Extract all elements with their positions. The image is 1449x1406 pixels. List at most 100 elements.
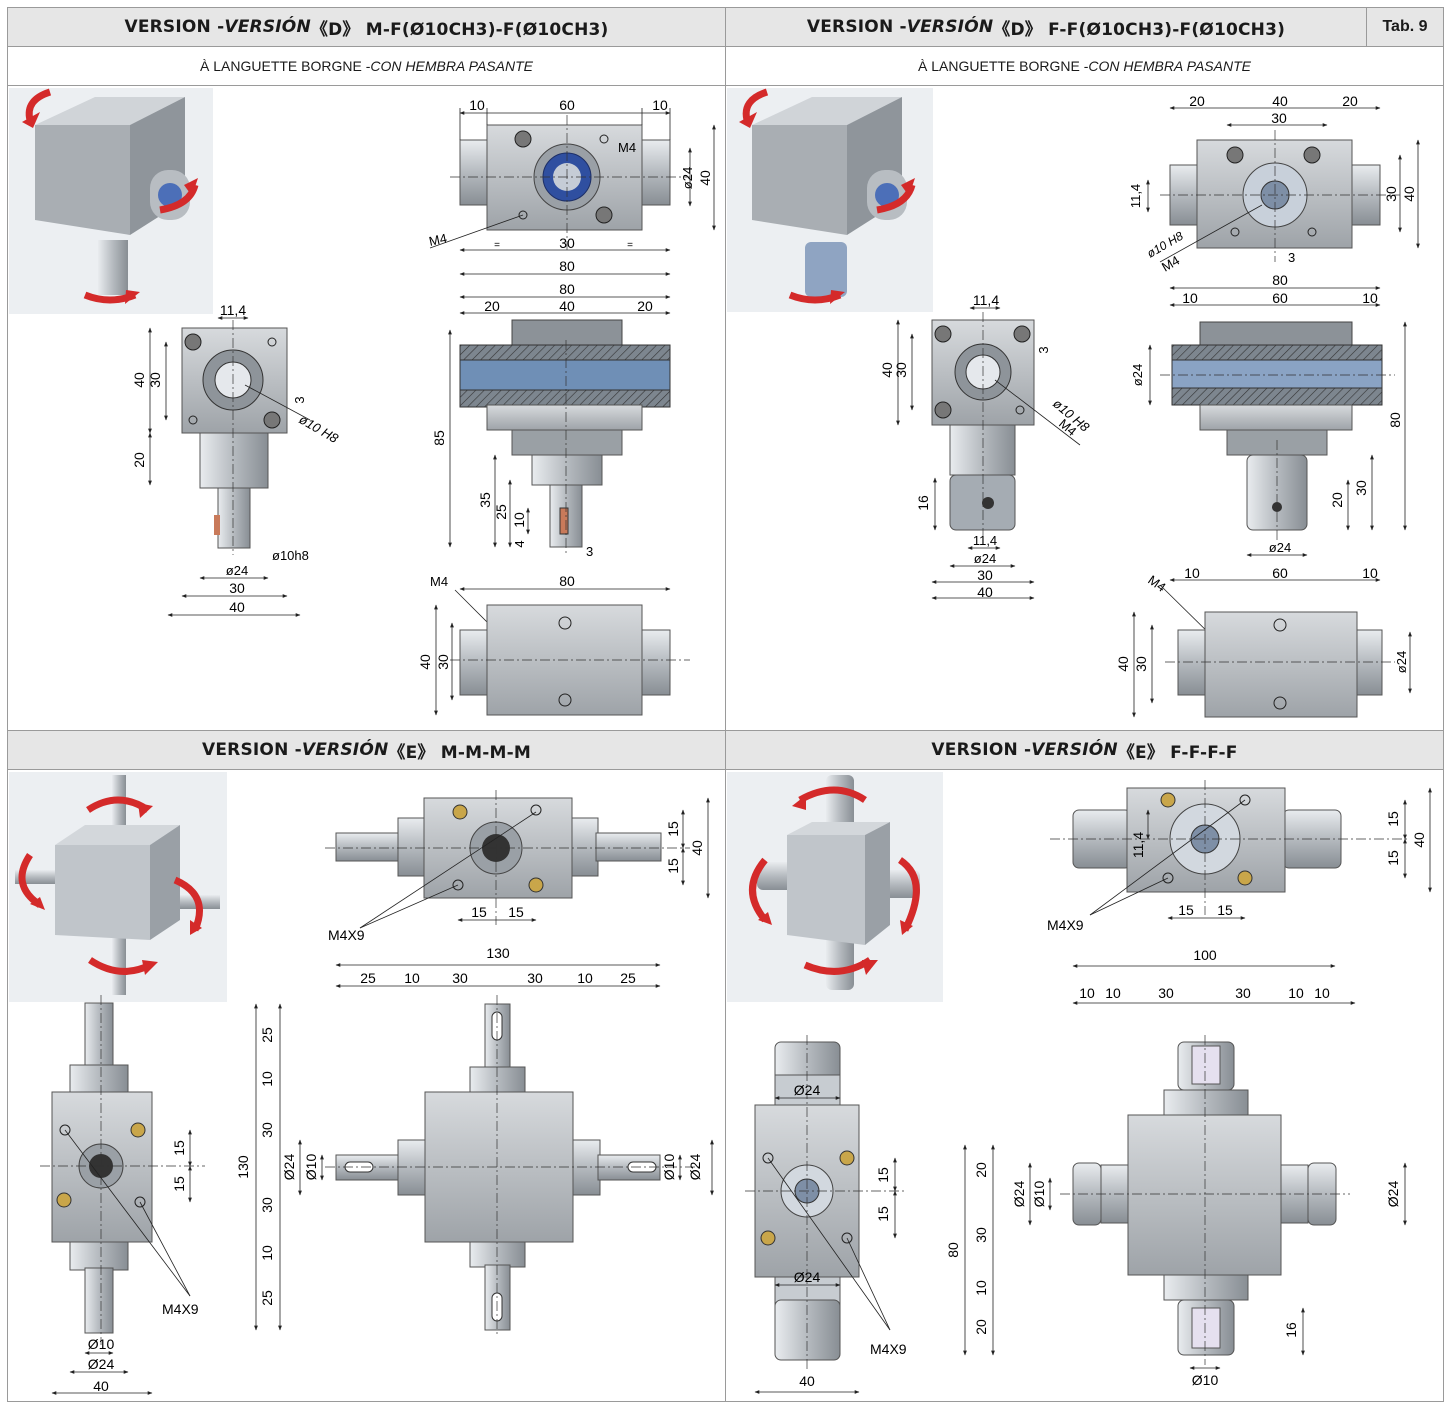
svg-text:Ø10: Ø10 xyxy=(1031,1181,1047,1208)
svg-text:ø24: ø24 xyxy=(974,551,996,566)
table-label: Tab. 9 xyxy=(1366,7,1444,47)
svg-text:40: 40 xyxy=(1401,186,1417,202)
svg-text:M4X9: M4X9 xyxy=(328,927,365,943)
side-view-d-mf: 11,4 40 30 3 20 ø10 H8 ø10h8 ø24 xyxy=(131,302,342,617)
svg-text:ø24: ø24 xyxy=(1394,651,1409,673)
svg-text:30: 30 xyxy=(1133,656,1149,672)
svg-text:ø24: ø24 xyxy=(1269,540,1291,555)
svg-text:11,4: 11,4 xyxy=(220,302,246,318)
section-view-d-ff: 10 60 10 ø24 80 30 20 ø24 xyxy=(1130,290,1407,557)
svg-text:11,4: 11,4 xyxy=(1130,832,1146,858)
svg-text:M4: M4 xyxy=(1145,572,1168,595)
svg-text:11,4: 11,4 xyxy=(1128,184,1143,208)
svg-text:M4: M4 xyxy=(428,231,449,249)
svg-text:40: 40 xyxy=(93,1378,109,1394)
svg-text:40: 40 xyxy=(1411,832,1427,848)
render-3d-e-mmmm xyxy=(9,772,227,1002)
svg-text:10: 10 xyxy=(1362,565,1378,581)
svg-text:30: 30 xyxy=(1235,985,1251,1001)
svg-text:80: 80 xyxy=(1387,412,1403,428)
svg-text:40: 40 xyxy=(799,1373,815,1389)
svg-text:15: 15 xyxy=(171,1140,187,1156)
svg-text:30: 30 xyxy=(1271,110,1287,126)
svg-text:15: 15 xyxy=(1385,811,1401,827)
svg-text:3: 3 xyxy=(1036,346,1051,353)
svg-text:M4X9: M4X9 xyxy=(162,1301,199,1317)
svg-text:30: 30 xyxy=(147,372,163,388)
header-version-d-mf: VERSION - VERSIÓN 《D》 M-F(Ø10CH3)-F(Ø10C… xyxy=(7,7,726,47)
svg-text:20: 20 xyxy=(637,298,653,314)
svg-text:15: 15 xyxy=(471,904,487,920)
svg-text:10: 10 xyxy=(577,970,593,986)
render-3d-e-ffff xyxy=(727,772,943,1002)
svg-text:30: 30 xyxy=(977,567,993,583)
svg-text:40: 40 xyxy=(977,584,993,600)
header-version-e-mmmm: VERSION - VERSIÓN 《E》 M-M-M-M xyxy=(7,730,726,770)
svg-text:40: 40 xyxy=(559,298,575,314)
svg-text:=: = xyxy=(627,240,633,251)
svg-text:30: 30 xyxy=(259,1122,275,1138)
svg-text:ø10h8: ø10h8 xyxy=(272,548,309,563)
svg-text:Ø10: Ø10 xyxy=(661,1154,677,1181)
top-view-d-ff: 20 40 20 30 11,4 30 40 ø10 H8 M4 3 xyxy=(1128,93,1420,290)
svg-text:20: 20 xyxy=(973,1162,989,1178)
svg-text:20: 20 xyxy=(1342,93,1358,109)
svg-text:25: 25 xyxy=(259,1290,275,1306)
svg-text:10: 10 xyxy=(1105,985,1121,1001)
svg-text:16: 16 xyxy=(915,495,931,511)
svg-text:60: 60 xyxy=(559,97,575,113)
svg-text:=: = xyxy=(494,240,500,251)
svg-text:10: 10 xyxy=(469,97,485,113)
svg-text:80: 80 xyxy=(559,281,575,297)
svg-text:20: 20 xyxy=(973,1319,989,1335)
svg-text:15: 15 xyxy=(665,821,681,837)
svg-text:ø24: ø24 xyxy=(680,167,695,189)
top-view-d-mf: 10 60 10 = 30 = 80 ø24 40 M4 M4 xyxy=(428,97,716,276)
svg-text:M4X9: M4X9 xyxy=(1047,917,1084,933)
top-view-e-ffff: 11,4 15 15 40 15 15 M4X9 xyxy=(1047,780,1432,933)
svg-text:3: 3 xyxy=(586,544,593,559)
svg-text:Ø24: Ø24 xyxy=(88,1356,115,1372)
svg-text:35: 35 xyxy=(477,492,493,508)
svg-text:16: 16 xyxy=(1283,1322,1299,1338)
svg-text:Ø10: Ø10 xyxy=(303,1154,319,1181)
svg-text:40: 40 xyxy=(131,372,147,388)
svg-text:25: 25 xyxy=(360,970,376,986)
svg-text:30: 30 xyxy=(1383,186,1399,202)
svg-text:100: 100 xyxy=(1193,947,1217,963)
front-view-e-mmmm: 130 25 10 30 30 10 25 130 xyxy=(235,945,714,1335)
svg-text:Ø10: Ø10 xyxy=(1192,1372,1219,1388)
subheader-left: À LANGUETTE BORGNE - CON HEMBRA PASANTE xyxy=(7,46,726,86)
svg-text:80: 80 xyxy=(1272,272,1288,288)
side-view-e-ffff: Ø24 15 15 Ø24 M4X9 40 xyxy=(745,1035,907,1394)
svg-text:20: 20 xyxy=(1329,492,1345,508)
svg-text:40: 40 xyxy=(229,599,245,615)
svg-text:20: 20 xyxy=(484,298,500,314)
svg-text:15: 15 xyxy=(875,1167,891,1183)
svg-text:40: 40 xyxy=(879,362,895,378)
svg-text:30: 30 xyxy=(452,970,468,986)
svg-text:60: 60 xyxy=(1272,290,1288,306)
svg-text:15: 15 xyxy=(171,1176,187,1192)
svg-text:40: 40 xyxy=(1272,93,1288,109)
svg-text:15: 15 xyxy=(1385,850,1401,866)
header-version-e-ffff: VERSION - VERSIÓN 《E》 F-F-F-F xyxy=(725,730,1444,770)
svg-text:10: 10 xyxy=(652,97,668,113)
svg-text:3: 3 xyxy=(1288,250,1295,265)
svg-text:ø24: ø24 xyxy=(226,563,248,578)
svg-text:25: 25 xyxy=(259,1027,275,1043)
svg-text:30: 30 xyxy=(559,235,575,251)
svg-text:10: 10 xyxy=(1079,985,1095,1001)
side-view-e-mmmm: 15 15 M4X9 Ø10 Ø24 40 xyxy=(40,995,205,1395)
svg-text:60: 60 xyxy=(1272,565,1288,581)
svg-text:15: 15 xyxy=(665,858,681,874)
svg-text:30: 30 xyxy=(973,1227,989,1243)
svg-text:10: 10 xyxy=(1314,985,1330,1001)
svg-text:30: 30 xyxy=(893,362,909,378)
svg-text:Ø24: Ø24 xyxy=(687,1154,703,1181)
svg-text:10: 10 xyxy=(1288,985,1304,1001)
svg-text:Ø24: Ø24 xyxy=(1385,1181,1401,1208)
svg-text:Ø24: Ø24 xyxy=(794,1269,821,1285)
svg-text:M4: M4 xyxy=(1159,253,1182,275)
svg-text:10: 10 xyxy=(1184,565,1200,581)
